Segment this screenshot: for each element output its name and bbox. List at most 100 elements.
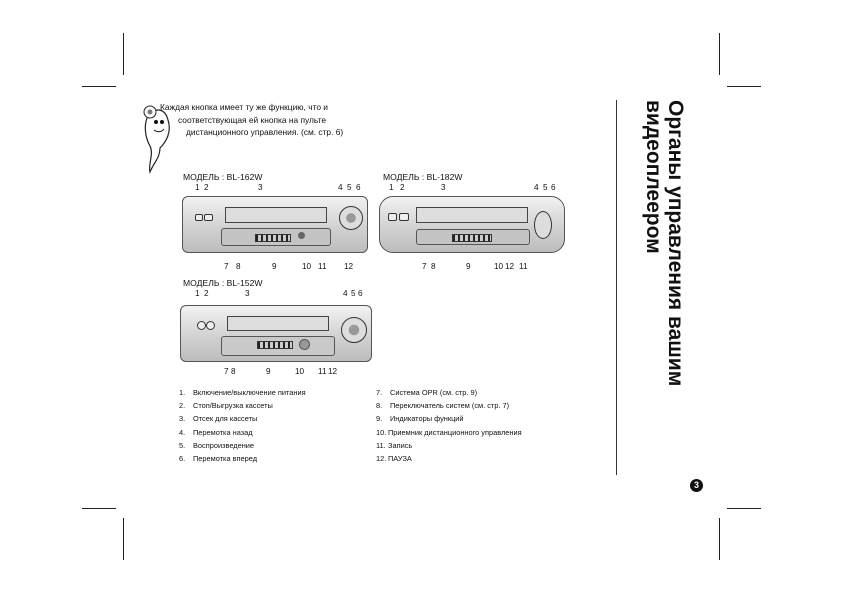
legend-number: 11.: [376, 440, 386, 450]
cassette-slot: [227, 316, 329, 331]
legend-item: 5. Воспроизведение: [179, 439, 306, 452]
crop-mark: [727, 86, 761, 87]
legend-text: Включение/выключение питания: [193, 388, 306, 397]
vcr-bl162w-front-panel: [182, 196, 368, 253]
cassette-slot: [416, 207, 528, 223]
legend-item: 3. Отсек для кассеты: [179, 412, 306, 425]
model-label-bl152w: МОДЕЛЬ : BL-152W: [183, 278, 263, 288]
legend-text: Стоп/Выгрузка кассеты: [193, 401, 273, 411]
function-indicators: [257, 341, 293, 349]
jog-dial: [339, 206, 363, 230]
legend-item: 2. Стоп/Выгрузка кассеты: [179, 399, 306, 412]
mascot-illustration: [143, 105, 170, 174]
legend-number: 1.: [179, 388, 186, 397]
callout-7: 7: [224, 262, 229, 271]
legend-number: 9.: [376, 414, 383, 424]
callout-9: 9: [466, 262, 471, 271]
eject-button: [204, 214, 213, 221]
crop-mark: [123, 518, 124, 560]
legend-number: 3.: [179, 414, 186, 424]
legend-item: 12.ПАУЗА: [376, 452, 522, 465]
legend-text: Перемотка вперед: [193, 454, 258, 464]
vcr-bl182w-front-panel: [379, 196, 565, 253]
jog-dial: [534, 211, 552, 239]
legend-number: 6.: [179, 454, 186, 464]
legend-number: 8.: [376, 401, 383, 411]
callout-8: 8: [236, 262, 241, 271]
legend-text: Приемник дистанционного управления: [388, 427, 522, 437]
remote-receiver: [298, 232, 305, 239]
legend-item: 10.Приемник дистанционного управления: [376, 426, 522, 439]
callout-10: 10: [295, 367, 305, 376]
crop-mark: [123, 33, 124, 75]
legend-number: 2.: [179, 401, 186, 411]
title-divider: [616, 100, 617, 475]
legend-item: 7. Система OPR (см. стр. 9): [376, 386, 522, 399]
callout-7: 7: [422, 262, 427, 271]
callout-2: 2: [204, 183, 209, 192]
callout-2: 2: [204, 289, 209, 298]
legend-number: 5.: [179, 440, 186, 450]
eject-button: [399, 213, 409, 221]
callout-4: 4: [534, 183, 539, 192]
legend-item: 8. Переключатель систем (см. стр. 7): [376, 399, 522, 412]
legend-text: Перемотка назад: [193, 427, 253, 437]
callout-6: 6: [358, 289, 363, 298]
page-title-line: Органы управления вашим: [664, 100, 687, 387]
legend-right: 7. Система OPR (см. стр. 9) 8. Переключате…: [376, 386, 522, 465]
power-button: [195, 214, 203, 221]
callout-8: 8: [431, 262, 436, 271]
legend-text: Отсек для кассеты: [193, 414, 258, 424]
callout-2: 2: [400, 183, 405, 192]
legend-text: Переключатель систем (см. стр. 7): [390, 401, 510, 411]
note-text: Каждая кнопка имеет ту же функцию, что и…: [160, 101, 343, 139]
crop-mark: [82, 508, 116, 509]
legend-item: 11.Запись: [376, 439, 522, 452]
callout-5: 5: [351, 289, 356, 298]
power-button: [388, 213, 397, 221]
callout-1: 1: [389, 183, 394, 192]
callout-3: 3: [441, 183, 446, 192]
legend-number: 7.: [376, 388, 383, 397]
callout-10: 10: [494, 262, 504, 271]
legend-text: ПАУЗА: [388, 454, 412, 464]
callout-8: 8: [231, 367, 236, 376]
note-line: Каждая кнопка имеет ту же функцию, что и: [160, 102, 328, 112]
legend-text: Воспроизведение: [193, 440, 255, 450]
callout-3: 3: [245, 289, 250, 298]
crop-mark: [82, 86, 116, 87]
model-label-bl182w: МОДЕЛЬ : BL-182W: [383, 172, 463, 182]
callout-10: 10: [302, 262, 312, 271]
callout-12: 12: [505, 262, 515, 271]
callout-4: 4: [338, 183, 343, 192]
crop-mark: [719, 518, 720, 560]
callout-4: 4: [343, 289, 348, 298]
callout-1: 1: [195, 289, 200, 298]
callout-6: 6: [356, 183, 361, 192]
crop-mark: [727, 508, 761, 509]
legend-item: 1. Включение/выключение питания: [179, 386, 306, 399]
cassette-slot: [225, 207, 327, 223]
legend-item: 9.Индикаторы функций: [376, 412, 522, 425]
callout-11: 11: [318, 262, 327, 271]
callout-12: 12: [328, 367, 338, 376]
callout-5: 5: [347, 183, 352, 192]
callout-1: 1: [195, 183, 200, 192]
callout-11: 11: [318, 367, 327, 376]
eject-button: [206, 321, 215, 330]
callout-9: 9: [272, 262, 277, 271]
legend-text: Система OPR (см. стр. 9): [390, 388, 478, 397]
callout-3: 3: [258, 183, 263, 192]
model-label-bl162w: МОДЕЛЬ : BL-162W: [183, 172, 263, 182]
legend-number: 4.: [179, 427, 186, 437]
function-indicators: [255, 234, 291, 242]
callout-6: 6: [551, 183, 556, 192]
callout-5: 5: [543, 183, 548, 192]
note-line: дистанционного управления. (см. стр. 6): [186, 127, 344, 137]
crop-mark: [719, 33, 720, 75]
callout-7: 7: [224, 367, 229, 376]
legend-text: Запись: [388, 440, 413, 450]
callout-11: 11: [519, 262, 528, 271]
function-indicators: [452, 234, 492, 242]
page-title-line: видеоплеером: [642, 100, 665, 254]
